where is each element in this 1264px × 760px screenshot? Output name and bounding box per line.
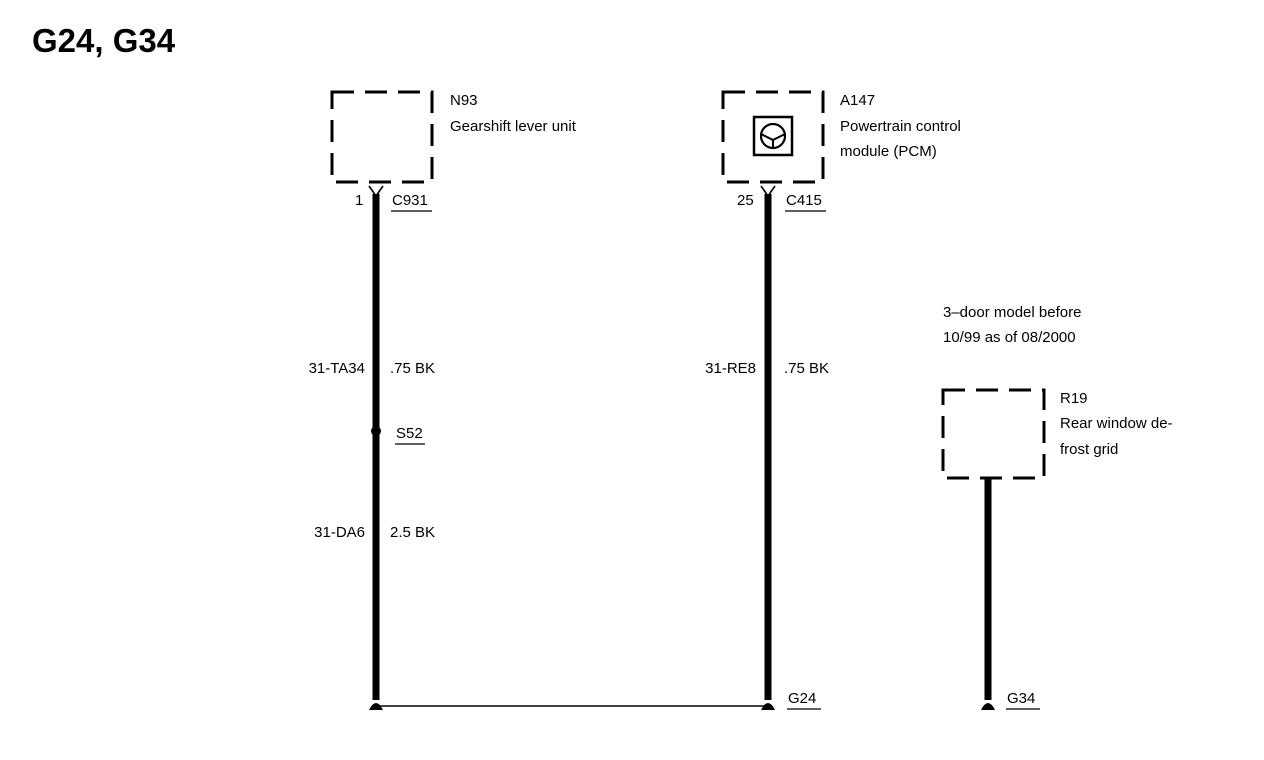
a147-desc-line1: Powertrain control [840, 118, 961, 135]
a147-id-label: A147 [840, 92, 875, 109]
s52-splice-dot [371, 426, 381, 436]
a147-component-box [721, 90, 825, 184]
ground-icon [369, 703, 383, 710]
c931-pin-label: 1 [355, 192, 363, 209]
n93-component-box [330, 90, 434, 184]
model-note-line1: 3–door model before [943, 304, 1081, 321]
r19-desc-line2: frost grid [1060, 441, 1118, 458]
c415-name-label: C415 [786, 192, 822, 209]
wire-31-da6-circuit: 31-DA6 [314, 524, 365, 541]
ground-icon [761, 703, 775, 710]
model-note-line2: 10/99 as of 08/2000 [943, 329, 1076, 346]
s52-splice-label: S52 [396, 425, 423, 442]
wire-31-ta34-spec: .75 BK [390, 360, 435, 377]
wire-31-re8-spec: .75 BK [784, 360, 829, 377]
steering-wheel-icon [752, 115, 794, 157]
wire-31-ta34-circuit: 31-TA34 [309, 360, 365, 377]
n93-desc-label: Gearshift lever unit [450, 118, 577, 135]
c415-pin-label: 25 [737, 192, 754, 209]
c931-name-label: C931 [392, 192, 428, 209]
r19-desc-line1: Rear window de- [1060, 415, 1173, 432]
r19-component-box [941, 388, 1046, 480]
g34-ground-label: G34 [1007, 690, 1035, 707]
g24-ground-label: G24 [788, 690, 816, 707]
ground-icon [981, 703, 995, 710]
wire-31-re8-circuit: 31-RE8 [705, 360, 756, 377]
a147-desc-line2: module (PCM) [840, 143, 937, 160]
r19-id-label: R19 [1060, 390, 1088, 407]
wire-31-da6-spec: 2.5 BK [390, 524, 435, 541]
page-title: G24, G34 [32, 22, 176, 59]
n93-id-label: N93 [450, 92, 478, 109]
